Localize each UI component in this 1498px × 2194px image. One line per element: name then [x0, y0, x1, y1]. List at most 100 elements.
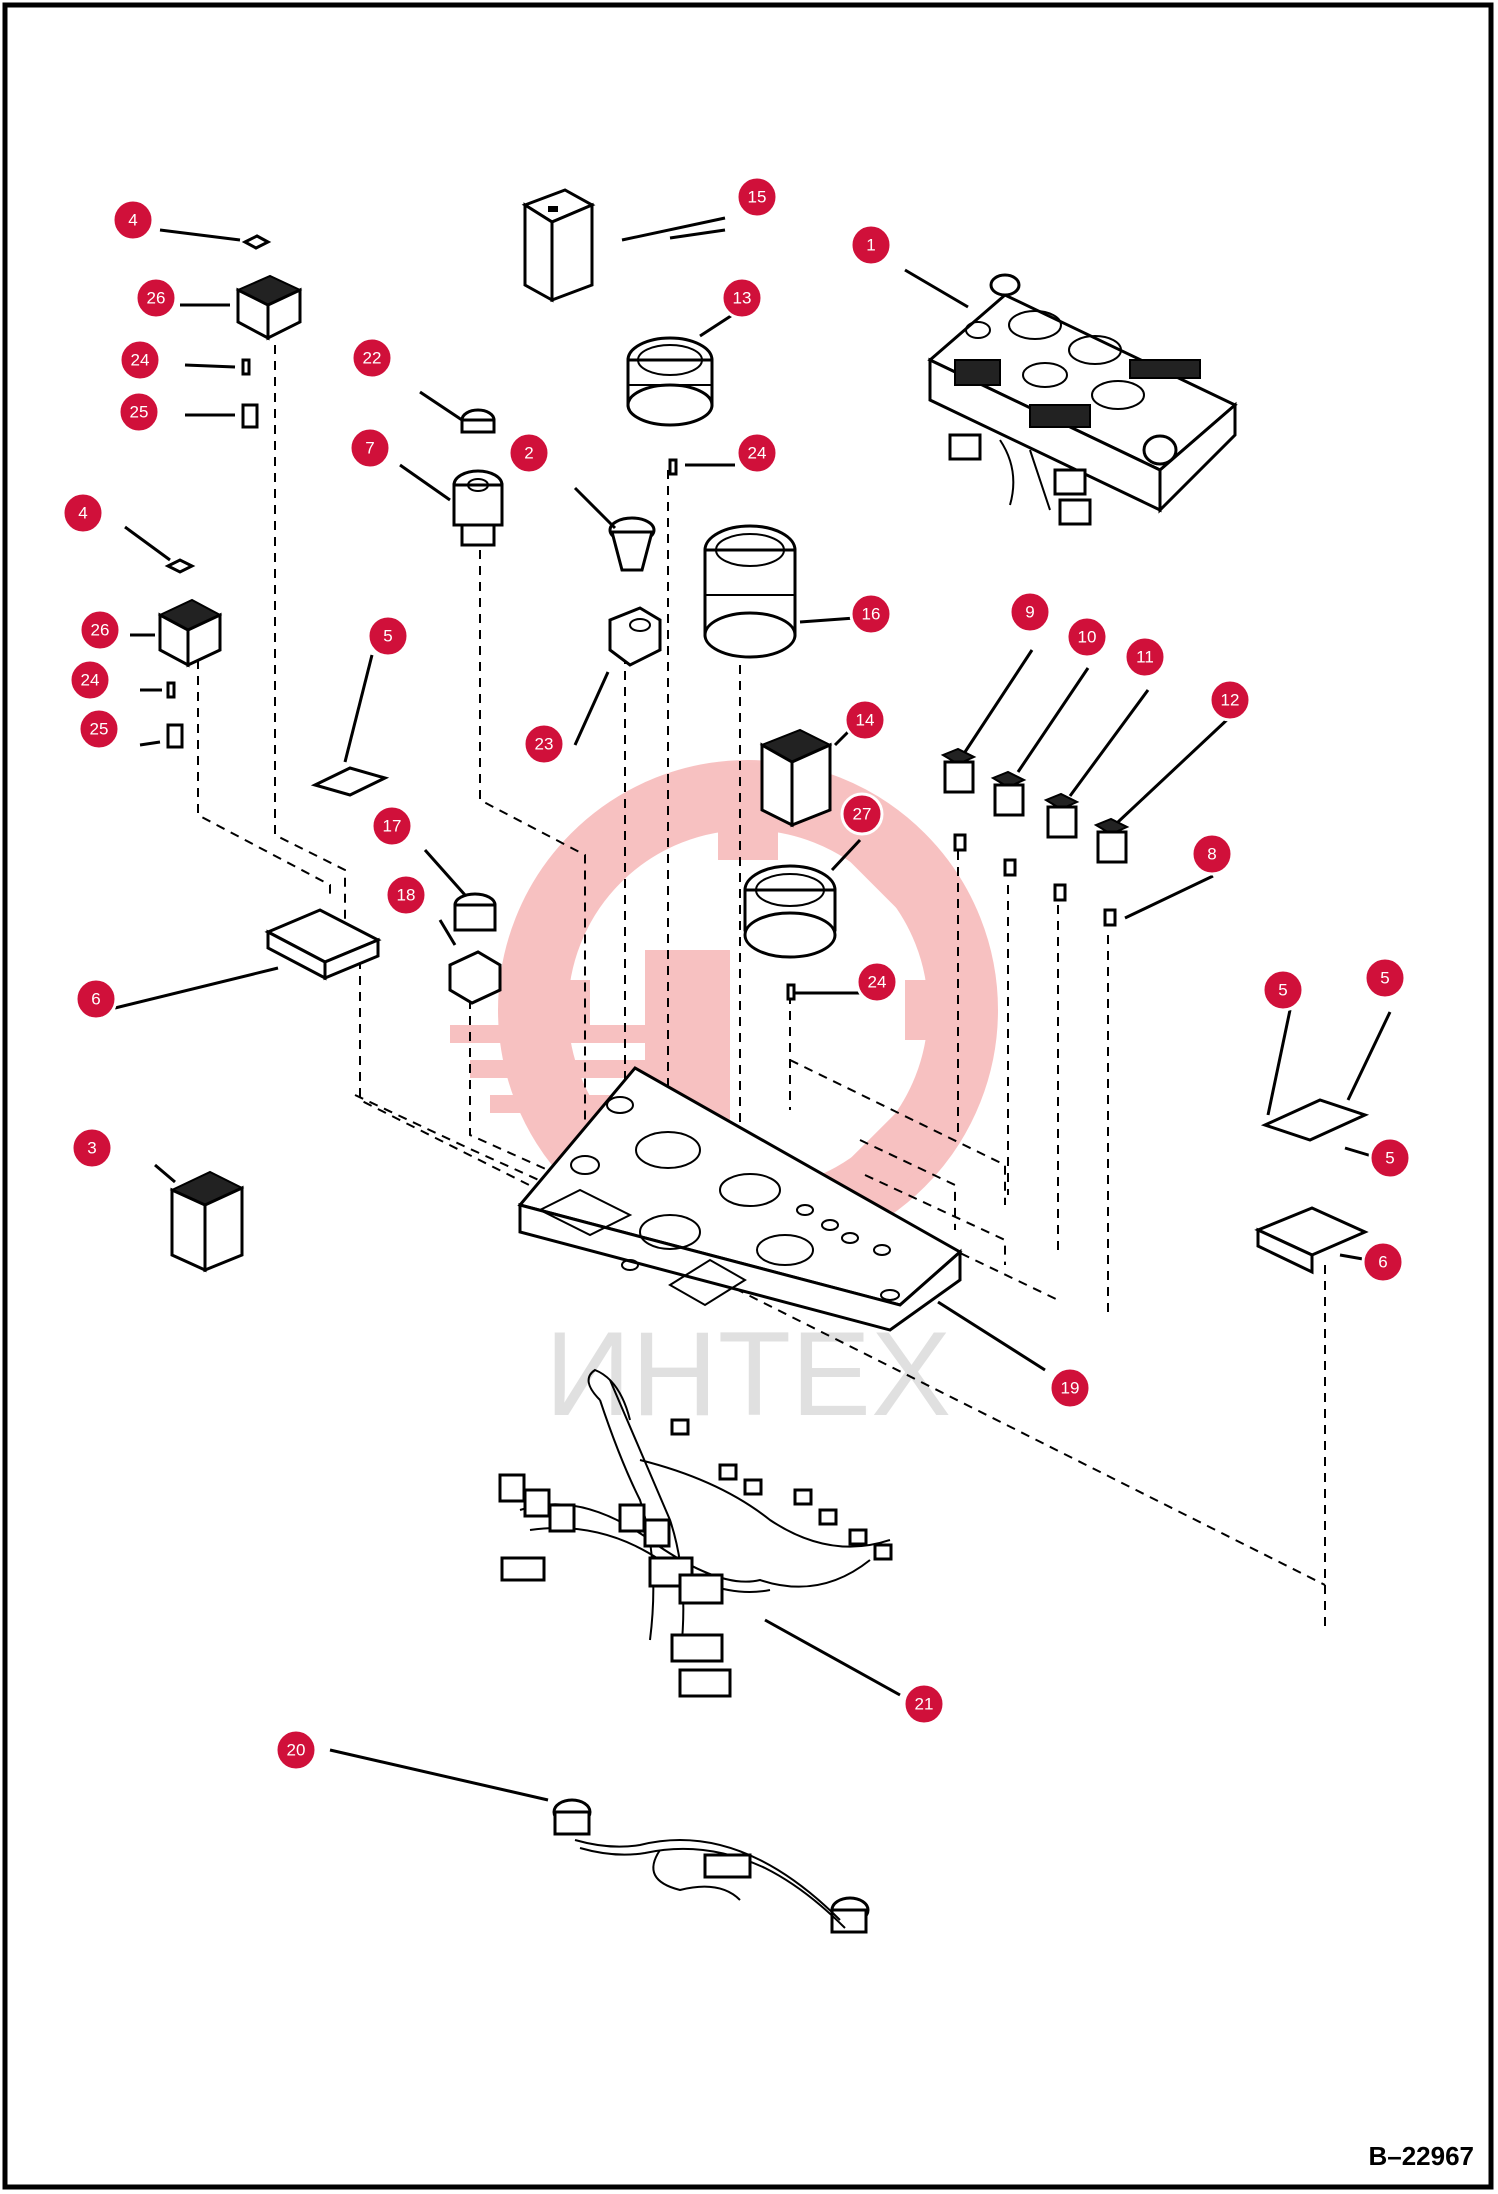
part-18-bracket [448, 950, 502, 1005]
callout-label: 14 [856, 711, 875, 730]
callout-label: 6 [91, 990, 100, 1009]
callout-label: 24 [868, 973, 887, 992]
part-17-knob [453, 892, 497, 932]
part-23-bracket [608, 606, 662, 667]
callout-label: 26 [91, 621, 110, 640]
part-19-panel-plate [517, 1066, 963, 1332]
callout-26: 26 [134, 276, 178, 320]
callout-circle [350, 336, 394, 380]
leader-lines [114, 216, 1392, 1802]
callout-7: 7 [348, 426, 392, 470]
part-13-gauge [626, 336, 714, 427]
callout-label: 17 [383, 817, 402, 836]
callout-label: 3 [87, 1139, 96, 1158]
callout-label: 25 [90, 720, 109, 739]
part-25-bulb [166, 403, 259, 749]
callout-circle [70, 1126, 114, 1170]
callout-circle [849, 592, 893, 636]
callout-label: 22 [363, 349, 382, 368]
callout-label: 6 [1378, 1253, 1387, 1272]
callout-circle [1048, 1366, 1092, 1410]
callout-13: 13 [720, 276, 764, 320]
callout-22: 22 [350, 336, 394, 380]
callout-6: 6 [74, 977, 118, 1021]
callout-circle [348, 426, 392, 470]
callout-4: 4 [111, 198, 155, 242]
callout-label: 21 [915, 1695, 934, 1714]
callout-label: 1 [866, 236, 875, 255]
callout-label: 5 [383, 627, 392, 646]
callout-circle [366, 614, 410, 658]
callout-circle [840, 792, 884, 836]
callout-26: 26 [78, 608, 122, 652]
callout-8: 8 [1190, 832, 1234, 876]
callout-label: 7 [365, 439, 374, 458]
callout-label: 4 [128, 211, 137, 230]
part-1-dash-panel-assembly [927, 273, 1238, 526]
callout-circle [843, 698, 887, 742]
callout-27: 27 [840, 792, 884, 836]
part-14-relay [759, 728, 833, 828]
part-9-12-indicator-lights [940, 747, 1130, 864]
callout-label: 8 [1207, 845, 1216, 864]
callout-circle [735, 431, 779, 475]
callout-circle [384, 873, 428, 917]
callout-circle [1123, 635, 1167, 679]
callout-3: 3 [70, 1126, 114, 1170]
callout-25: 25 [77, 707, 121, 751]
callout-circle [1008, 590, 1052, 634]
callout-24: 24 [68, 658, 112, 702]
callout-circle [735, 175, 779, 219]
callout-circle [77, 707, 121, 751]
callout-label: 27 [853, 805, 872, 824]
callout-label: 5 [1385, 1149, 1394, 1168]
callout-label: 20 [287, 1741, 306, 1760]
callout-21: 21 [902, 1682, 946, 1726]
callout-circle [1065, 615, 1109, 659]
part-27-gauge [743, 864, 837, 959]
part-2-knob [608, 516, 656, 572]
callout-9: 9 [1008, 590, 1052, 634]
callout-circle [1368, 1136, 1412, 1180]
callout-circle [855, 960, 899, 1004]
callout-circle [78, 608, 122, 652]
callout-5: 5 [1368, 1136, 1412, 1180]
callout-18: 18 [384, 873, 428, 917]
callout-5: 5 [366, 614, 410, 658]
callout-label: 5 [1380, 969, 1389, 988]
callout-label: 23 [535, 735, 554, 754]
drawing-number: B–22967 [1368, 2141, 1474, 2171]
callout-label: 13 [733, 289, 752, 308]
callout-14: 14 [843, 698, 887, 742]
callout-label: 24 [81, 671, 100, 690]
callout-5: 5 [1363, 956, 1407, 1000]
callout-label: 11 [1136, 648, 1154, 667]
callout-circle [849, 223, 893, 267]
callout-circle [1190, 832, 1234, 876]
callout-label: 19 [1061, 1379, 1080, 1398]
part-21-wiring-harness [498, 1368, 893, 1698]
callout-11: 11 [1123, 635, 1167, 679]
callout-circle [61, 491, 105, 535]
callout-circle [134, 276, 178, 320]
part-15-relay [521, 188, 596, 303]
callout-circle [74, 977, 118, 1021]
callout-23: 23 [522, 722, 566, 766]
callout-5: 5 [1261, 968, 1305, 1012]
callout-1: 1 [849, 223, 893, 267]
callout-6: 6 [1361, 1240, 1405, 1284]
callout-label: 5 [1278, 981, 1287, 1000]
callout-label: 16 [862, 605, 881, 624]
callout-label: 4 [78, 504, 87, 523]
callout-25: 25 [117, 390, 161, 434]
callout-circle [1261, 968, 1305, 1012]
callout-label: 26 [147, 289, 166, 308]
callout-circle [902, 1682, 946, 1726]
assembly-dashed-lines [197, 345, 1326, 1630]
callout-12: 12 [1208, 678, 1252, 722]
callout-label: 9 [1025, 603, 1034, 622]
callout-label: 25 [130, 403, 149, 422]
callout-17: 17 [370, 804, 414, 848]
